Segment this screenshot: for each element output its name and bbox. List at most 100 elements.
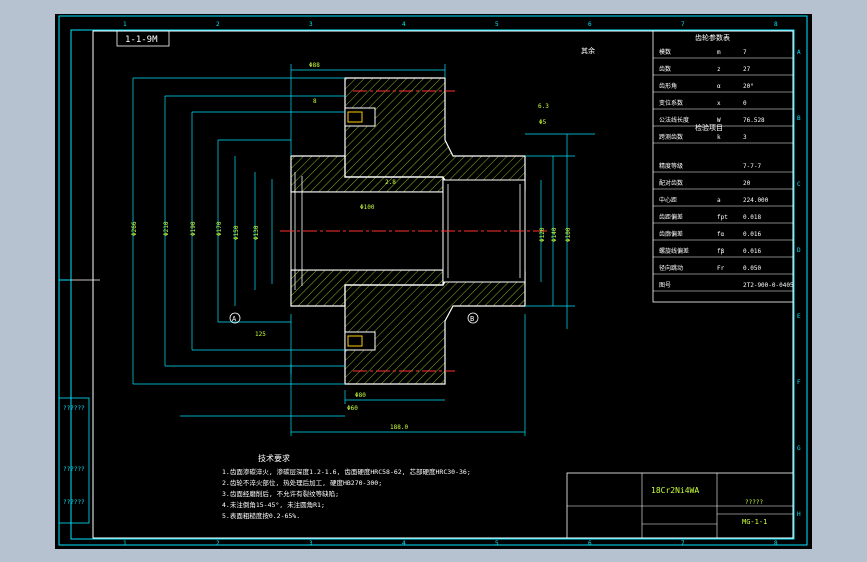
svg-text:Φ120: Φ120	[539, 227, 546, 242]
view-label-box	[116, 30, 170, 47]
zone-number: 5	[495, 21, 499, 28]
svg-text:Φ170: Φ170	[216, 221, 223, 236]
side-block: ?????? ?????? ??????	[58, 397, 90, 524]
zone-number: 3	[309, 540, 313, 547]
table-cell: 0.050	[743, 265, 761, 272]
svg-text:Φ100: Φ100	[565, 227, 572, 242]
table-cell: a	[717, 197, 721, 204]
svg-text:Φ130: Φ130	[253, 225, 260, 240]
zone-letter: E	[797, 313, 801, 320]
svg-text:2.8: 2.8	[385, 179, 396, 186]
table-cell: 0	[743, 100, 747, 107]
table-cell: 模数	[659, 48, 671, 56]
title-block-name: ?????	[745, 499, 763, 506]
inner-frame	[70, 29, 795, 540]
table-cell: 中心距	[659, 196, 677, 204]
svg-text:Φ150: Φ150	[233, 225, 240, 240]
svg-text:Φ80: Φ80	[355, 392, 366, 399]
svg-text:检验项目: 检验项目	[695, 123, 723, 132]
table-cell: fα	[717, 231, 725, 238]
table-cell: Fr	[717, 265, 725, 272]
table-cell: 变位系数	[659, 99, 683, 107]
dimension-lines	[132, 64, 595, 436]
table-cell: 径向跳动	[659, 264, 683, 272]
svg-text:Φ190: Φ190	[190, 221, 197, 236]
table-cell: 齿廓偏差	[659, 230, 683, 238]
table-cell: 2T2-900-0-0405	[743, 282, 794, 289]
svg-text:??????: ??????	[63, 405, 85, 412]
zone-number: 2	[216, 21, 220, 28]
table-cell: 图号	[659, 282, 671, 289]
keyway-upper	[344, 107, 376, 127]
zone-letter: H	[797, 511, 801, 518]
table-cell: W	[717, 117, 721, 124]
datum-b-circle	[467, 312, 479, 324]
table-cell: 螺旋线偏差	[659, 247, 689, 255]
svg-text:Φ140: Φ140	[551, 227, 558, 242]
zone-number: 7	[681, 540, 685, 547]
svg-text:4.未注倒角15-45°, 未注圆角R1;: 4.未注倒角15-45°, 未注圆角R1;	[222, 500, 325, 509]
zone-letter: B	[797, 115, 801, 122]
part-number: MG-1-1	[742, 518, 767, 526]
datum-a-circle	[229, 312, 241, 324]
zone-number: 1	[123, 540, 127, 547]
tech-requirements: 技术要求 1.齿面渗碳淬火, 渗碳层深度1.2-1.6, 齿面硬度HRC58-6…	[222, 453, 471, 520]
table-cell: x	[717, 100, 721, 107]
table-cell: 精度等级	[659, 162, 683, 170]
svg-text:Φ100: Φ100	[360, 204, 375, 211]
table-cell: fβ	[717, 248, 725, 255]
table-cell: 224.000	[743, 197, 769, 204]
table-cell: 跨测齿数	[659, 133, 683, 141]
svg-text:Φ266: Φ266	[131, 221, 138, 236]
table-cell: k	[717, 134, 721, 141]
table-cell: 3	[743, 134, 747, 141]
svg-text:Φ60: Φ60	[347, 405, 358, 412]
zone-letter: C	[797, 181, 801, 188]
svg-text:Φ5: Φ5	[539, 119, 547, 126]
zone-number: 3	[309, 21, 313, 28]
zone-letter: F	[797, 379, 801, 386]
zone-number: 2	[216, 540, 220, 547]
zone-number: 4	[402, 540, 406, 547]
table-cell: 7-7-7	[743, 163, 761, 170]
svg-text:125: 125	[255, 331, 266, 338]
title-block: 18Cr2Ni4WA ????? MG-1-1	[566, 472, 794, 539]
zone-number: 8	[774, 21, 778, 28]
svg-text:Φ210: Φ210	[163, 221, 170, 236]
datum-a: A	[232, 315, 237, 323]
table-cell: 7	[743, 49, 747, 56]
zone-number: 8	[774, 540, 778, 547]
svg-text:??????: ??????	[63, 499, 85, 506]
table-cell: 76.528	[743, 117, 765, 124]
svg-text:技术要求: 技术要求	[258, 453, 290, 463]
table-cell: 齿距偏差	[659, 213, 683, 221]
svg-text:3.齿面经磨削后, 不允许有裂纹等缺陷;: 3.齿面经磨削后, 不允许有裂纹等缺陷;	[222, 489, 339, 498]
svg-text:Φ88: Φ88	[309, 62, 320, 69]
zone-number: 1	[123, 21, 127, 28]
svg-text:齿轮参数表: 齿轮参数表	[695, 33, 730, 42]
table-cell: 20	[743, 180, 751, 187]
datum-b: B	[470, 315, 474, 323]
material: 18Cr2Ni4WA	[651, 486, 699, 495]
table-cell: m	[717, 49, 721, 56]
zone-number: 6	[588, 21, 592, 28]
table-cell: fpt	[717, 214, 728, 221]
dimension-texts: Φ88 8 Φ5 2.8 Φ266 Φ210 Φ190 Φ170 Φ150 Φ1…	[131, 62, 572, 431]
note-top-right: 其余	[581, 46, 595, 55]
svg-text:5.表面粗糙度按0.2-65%.: 5.表面粗糙度按0.2-65%.	[222, 511, 300, 520]
table-cell: z	[717, 66, 721, 73]
table-cell: 0.018	[743, 214, 761, 221]
zone-number: 5	[495, 540, 499, 547]
svg-text:188.0: 188.0	[390, 424, 408, 431]
table-cell: 0.016	[743, 231, 761, 238]
svg-text:1.齿面渗碳淬火, 渗碳层深度1.2-1.6, 齿面硬度HR: 1.齿面渗碳淬火, 渗碳层深度1.2-1.6, 齿面硬度HRC58-62, 芯部…	[222, 467, 471, 476]
svg-text:??????: ??????	[63, 466, 85, 473]
table-cell: 公法线长度	[659, 116, 689, 124]
table-cell: 27	[743, 66, 751, 73]
gear-cross-section	[280, 77, 550, 385]
zone-number: 6	[588, 540, 592, 547]
